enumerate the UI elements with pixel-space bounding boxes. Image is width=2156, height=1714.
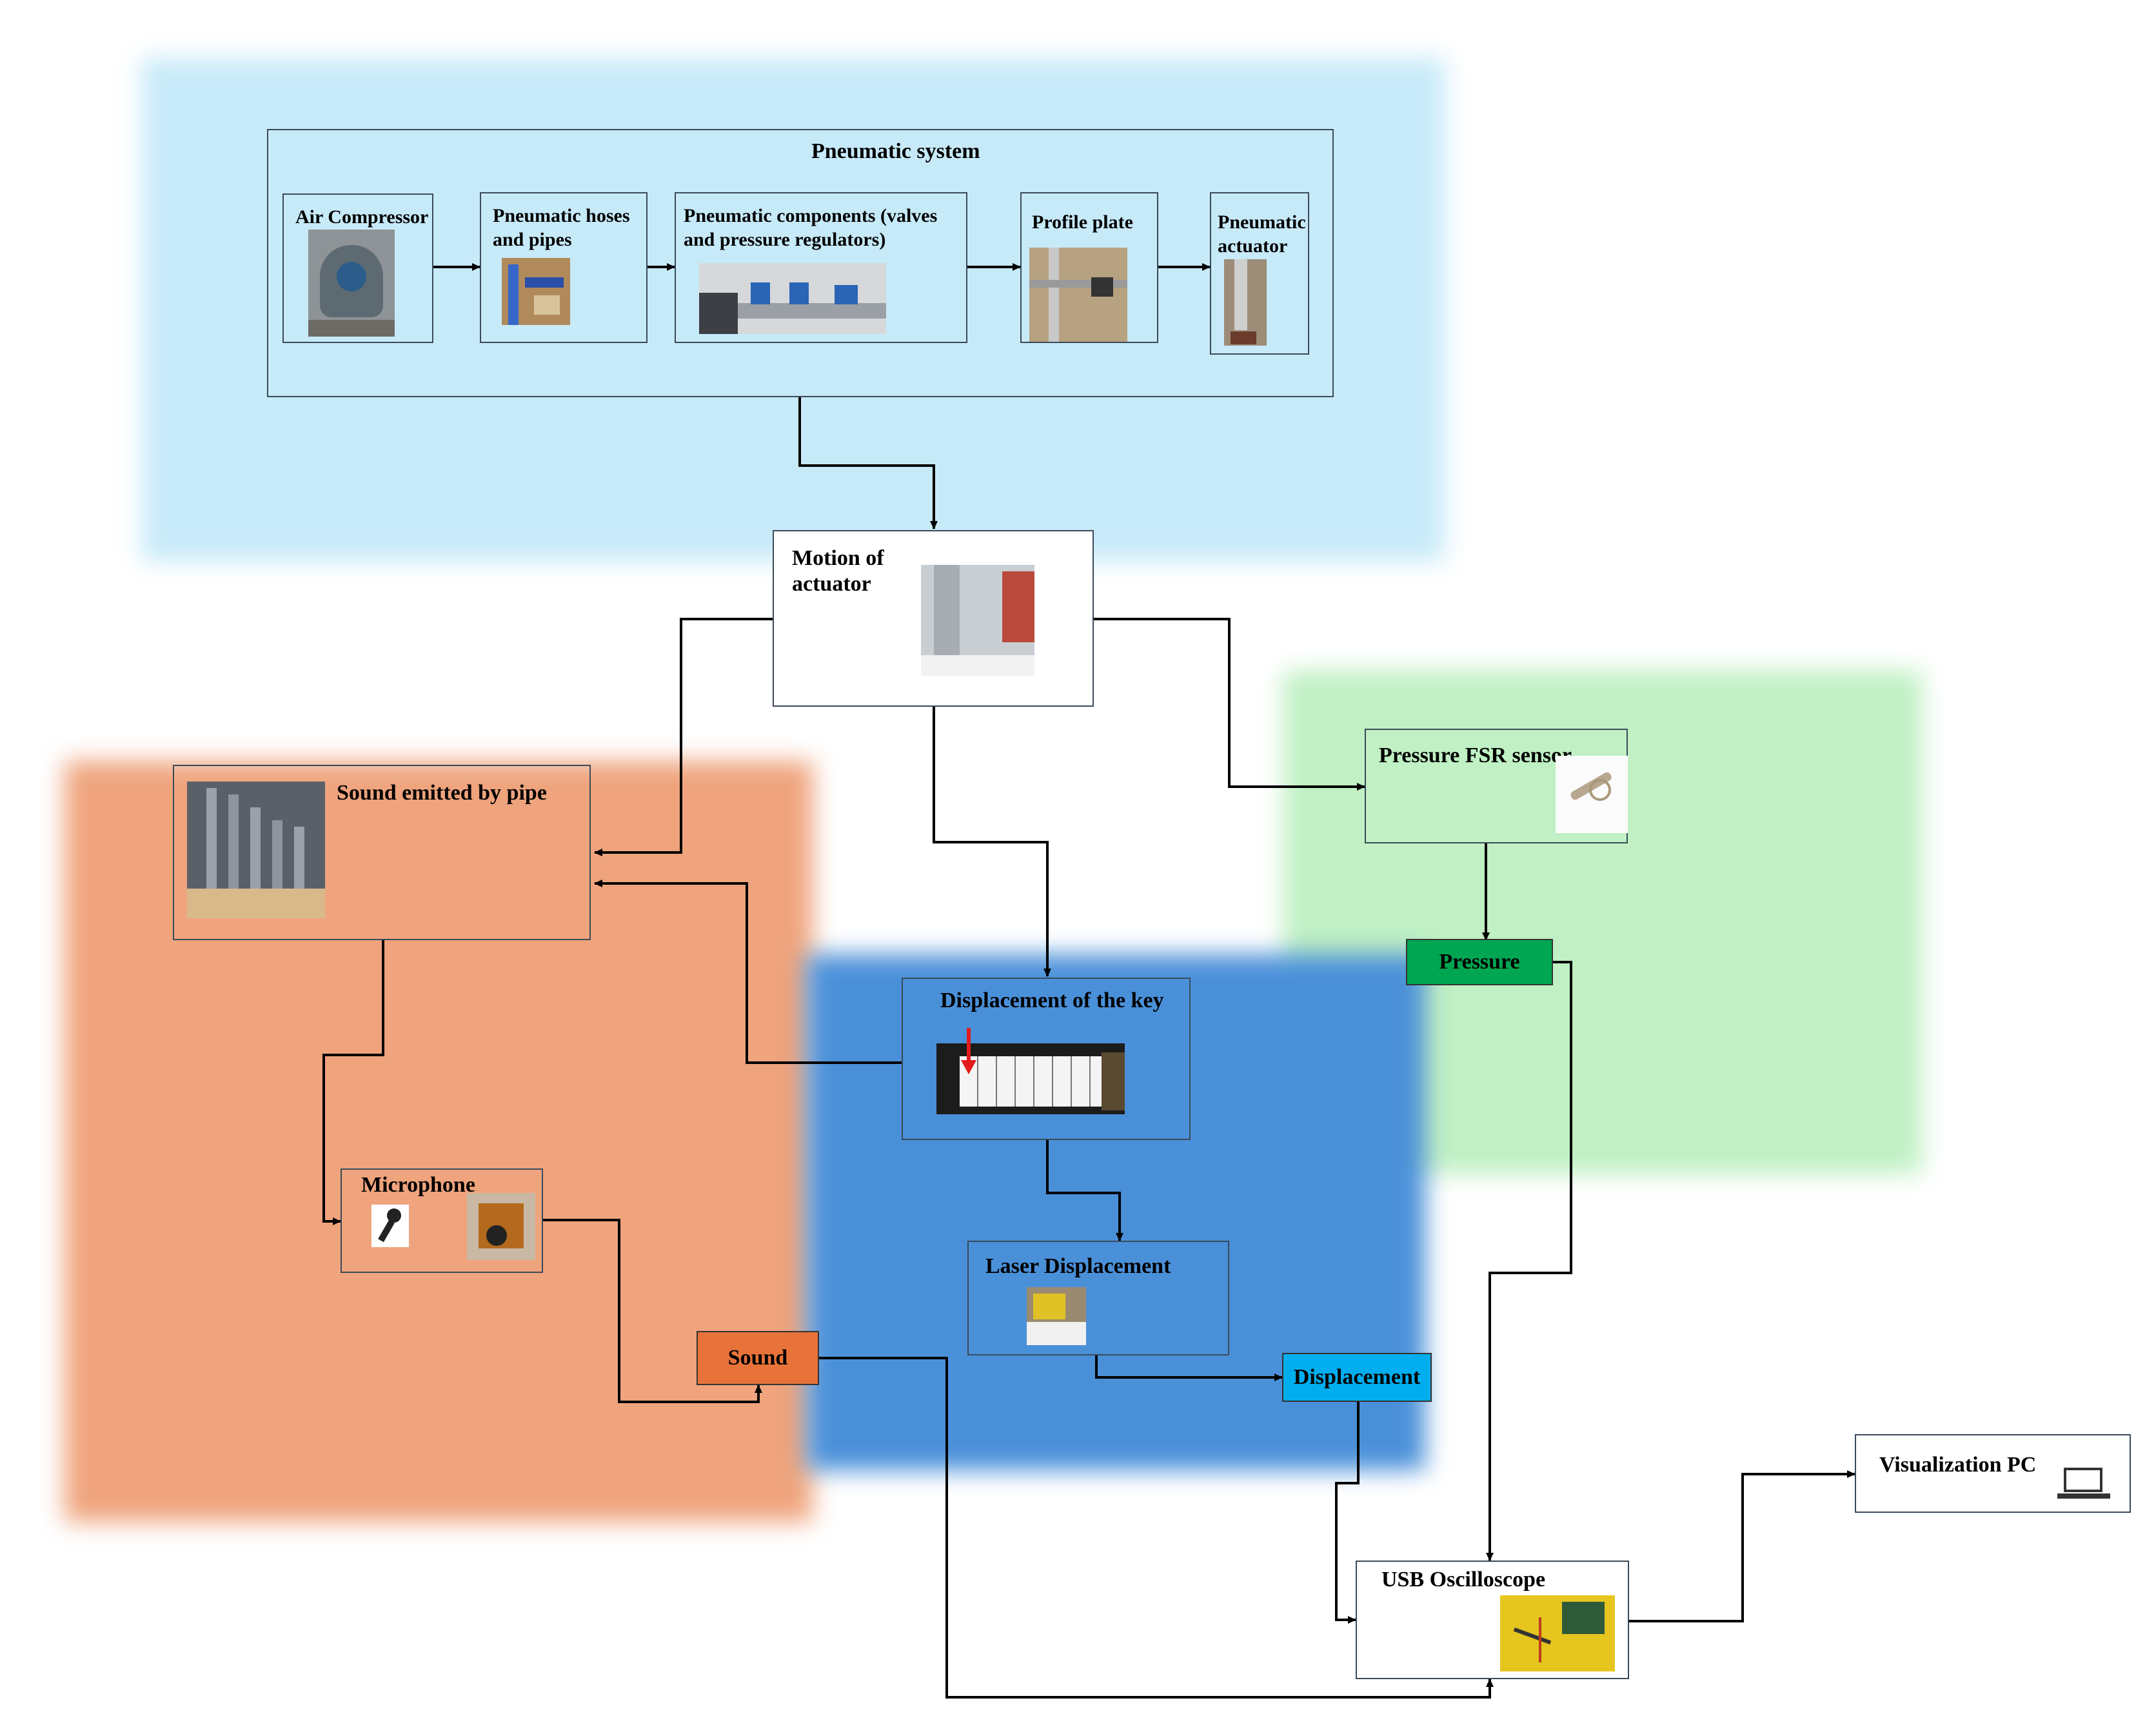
sound-signal-tag: Sound xyxy=(697,1331,819,1385)
microphone-icon xyxy=(371,1205,409,1247)
pneumatic-system-box xyxy=(267,129,1334,397)
laptop-icon xyxy=(2057,1468,2110,1504)
organ-pipes-photo xyxy=(187,782,325,918)
hoses-box xyxy=(480,192,648,343)
air-compressor-label: Air Compressor xyxy=(295,206,429,228)
profile-plate-photo xyxy=(1029,248,1127,342)
microphone-label: Microphone xyxy=(361,1173,475,1197)
arrow-displacement-oscilloscope xyxy=(1335,1401,1360,1624)
motion-photo xyxy=(921,565,1034,676)
laser-displacement-label: Laser Displacement xyxy=(985,1254,1171,1278)
red-arrow-icon xyxy=(961,1028,976,1074)
arrow-microphone-sound xyxy=(543,1219,762,1403)
arrow-key-laser xyxy=(1046,1140,1123,1241)
pressure-fsr-sensor-label: Pressure FSR sensor xyxy=(1379,744,1572,767)
valves-photo xyxy=(699,263,886,334)
microphone-board-photo xyxy=(467,1193,535,1260)
sound-emitted-by-pipe-box xyxy=(173,765,591,940)
sound-emitted-by-pipe-label: Sound emitted by pipe xyxy=(337,781,547,805)
pneumatic-actuator-label: Pneumatic actuator xyxy=(1218,212,1306,257)
arrow-motion-fsr xyxy=(1094,618,1365,791)
arrow-motion-soundpipe xyxy=(594,618,773,856)
visualization-pc-label: Visualization PC xyxy=(1879,1453,2037,1477)
laser-sensor-photo xyxy=(1027,1287,1086,1345)
actuator-photo xyxy=(1224,259,1267,346)
arrow-oscilloscope-pc xyxy=(1629,1470,1855,1622)
oscilloscope-photo xyxy=(1500,1595,1615,1671)
microphone-box xyxy=(341,1168,543,1273)
arrow-motion-key xyxy=(933,707,1051,977)
pneumatic-system-title: Pneumatic system xyxy=(811,139,980,163)
visualization-pc-box xyxy=(1855,1434,2131,1513)
arrow-soundpipe-microphone xyxy=(322,940,384,1225)
displacement-of-key-label: Displacement of the key xyxy=(940,989,1164,1012)
air-compressor-box xyxy=(282,193,433,343)
arrow-key-soundpipe xyxy=(594,880,902,1064)
arrow-laser-displacement xyxy=(1095,1355,1283,1381)
usb-oscilloscope-label: USB Oscilloscope xyxy=(1381,1568,1546,1591)
valves-label: Pneumatic components (valves and pressur… xyxy=(684,205,938,250)
hoses-photo xyxy=(502,258,570,325)
displacement-signal-tag: Displacement xyxy=(1282,1353,1432,1402)
hoses-label: Pneumatic hoses and pipes xyxy=(493,205,630,250)
pneumatic-actuator-box xyxy=(1210,192,1309,355)
profile-plate-box xyxy=(1020,192,1158,343)
arrow-pneumatic-motion xyxy=(798,397,938,529)
profile-plate-label: Profile plate xyxy=(1032,212,1133,233)
arrow-sound-oscilloscope xyxy=(819,1357,1494,1699)
valves-box xyxy=(675,192,967,343)
laser-displacement-box xyxy=(967,1241,1229,1355)
motion-of-actuator-label: Motion of actuator xyxy=(792,546,884,596)
air-compressor-photo xyxy=(308,230,395,337)
pressure-signal-tag: Pressure xyxy=(1406,939,1553,985)
fsr-sensor-photo xyxy=(1556,756,1628,833)
arrow-pressure-oscilloscope xyxy=(1486,961,1572,1561)
displacement-of-key-box xyxy=(902,978,1191,1140)
